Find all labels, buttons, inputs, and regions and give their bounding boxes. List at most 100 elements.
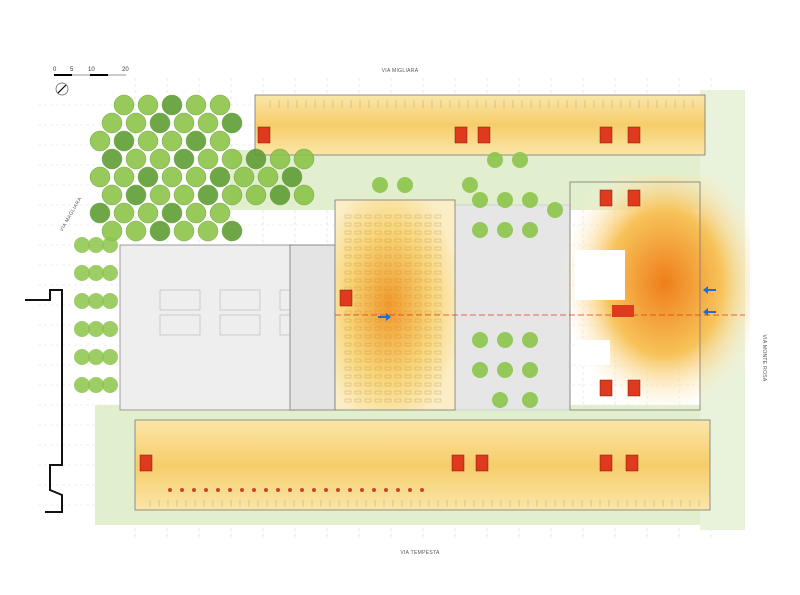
- table: [394, 398, 402, 403]
- tree: [173, 112, 195, 134]
- table: [344, 334, 352, 339]
- seat: [396, 488, 400, 492]
- table: [424, 214, 432, 219]
- sports-hall: [119, 244, 296, 411]
- table: [434, 254, 442, 259]
- table: [364, 294, 372, 299]
- table: [364, 286, 372, 291]
- tree: [209, 130, 231, 152]
- tree: [101, 112, 123, 134]
- tree: [88, 293, 104, 309]
- table: [354, 342, 362, 347]
- seat: [264, 488, 268, 492]
- table: [384, 326, 392, 331]
- hall-court: [159, 314, 201, 336]
- tree: [125, 148, 147, 170]
- tree: [397, 177, 413, 193]
- tree: [209, 202, 231, 224]
- blue-entrance-arrow-icon: [378, 286, 716, 321]
- seat: [192, 488, 196, 492]
- seat: [384, 488, 388, 492]
- table: [354, 390, 362, 395]
- tree: [74, 321, 90, 337]
- table: [434, 342, 442, 347]
- table: [354, 374, 362, 379]
- table: [424, 334, 432, 339]
- table: [394, 358, 402, 363]
- stair-core: [477, 126, 491, 144]
- table: [364, 326, 372, 331]
- tree: [102, 377, 118, 393]
- table: [404, 294, 412, 299]
- tree: [547, 202, 563, 218]
- stair-core: [451, 454, 465, 472]
- tree: [269, 148, 291, 170]
- tree: [472, 192, 488, 208]
- east-building: [569, 181, 701, 411]
- table: [414, 334, 422, 339]
- table: [394, 214, 402, 219]
- table: [384, 270, 392, 275]
- table: [404, 214, 412, 219]
- tree: [161, 94, 183, 116]
- table: [434, 382, 442, 387]
- table: [384, 382, 392, 387]
- table: [414, 366, 422, 371]
- table: [374, 382, 382, 387]
- table: [424, 342, 432, 347]
- tree: [281, 166, 303, 188]
- table: [354, 278, 362, 283]
- scale-tick-0: 0: [53, 67, 57, 73]
- street-label-north: VIA MIGLIARA: [382, 68, 419, 74]
- table: [354, 214, 362, 219]
- stair-core: [627, 379, 641, 397]
- table: [344, 326, 352, 331]
- table: [364, 230, 372, 235]
- tree: [88, 265, 104, 281]
- table: [354, 366, 362, 371]
- table: [384, 230, 392, 235]
- table: [434, 302, 442, 307]
- table: [344, 350, 352, 355]
- tree: [487, 152, 503, 168]
- table: [394, 286, 402, 291]
- tree: [209, 94, 231, 116]
- table: [434, 246, 442, 251]
- table: [354, 318, 362, 323]
- table: [354, 334, 362, 339]
- stair-core: [625, 454, 639, 472]
- table: [354, 398, 362, 403]
- tree: [74, 237, 90, 253]
- table: [424, 310, 432, 315]
- table: [354, 310, 362, 315]
- table: [374, 398, 382, 403]
- table: [394, 238, 402, 243]
- table: [394, 254, 402, 259]
- table: [354, 382, 362, 387]
- table: [424, 366, 432, 371]
- table: [364, 350, 372, 355]
- table: [374, 326, 382, 331]
- table: [384, 342, 392, 347]
- table: [394, 294, 402, 299]
- tree: [472, 222, 488, 238]
- table: [434, 334, 442, 339]
- table: [394, 334, 402, 339]
- table: [424, 294, 432, 299]
- seat: [168, 488, 172, 492]
- stair-core: [599, 126, 613, 144]
- table: [344, 366, 352, 371]
- street-label-east: VIA MONTE ROSA: [761, 335, 767, 382]
- table: [354, 326, 362, 331]
- table: [404, 278, 412, 283]
- table: [414, 254, 422, 259]
- tree: [161, 202, 183, 224]
- table: [404, 398, 412, 403]
- tree: [522, 332, 538, 348]
- table: [384, 214, 392, 219]
- tree: [88, 349, 104, 365]
- tree: [185, 130, 207, 152]
- tree: [102, 321, 118, 337]
- table: [414, 398, 422, 403]
- table: [404, 366, 412, 371]
